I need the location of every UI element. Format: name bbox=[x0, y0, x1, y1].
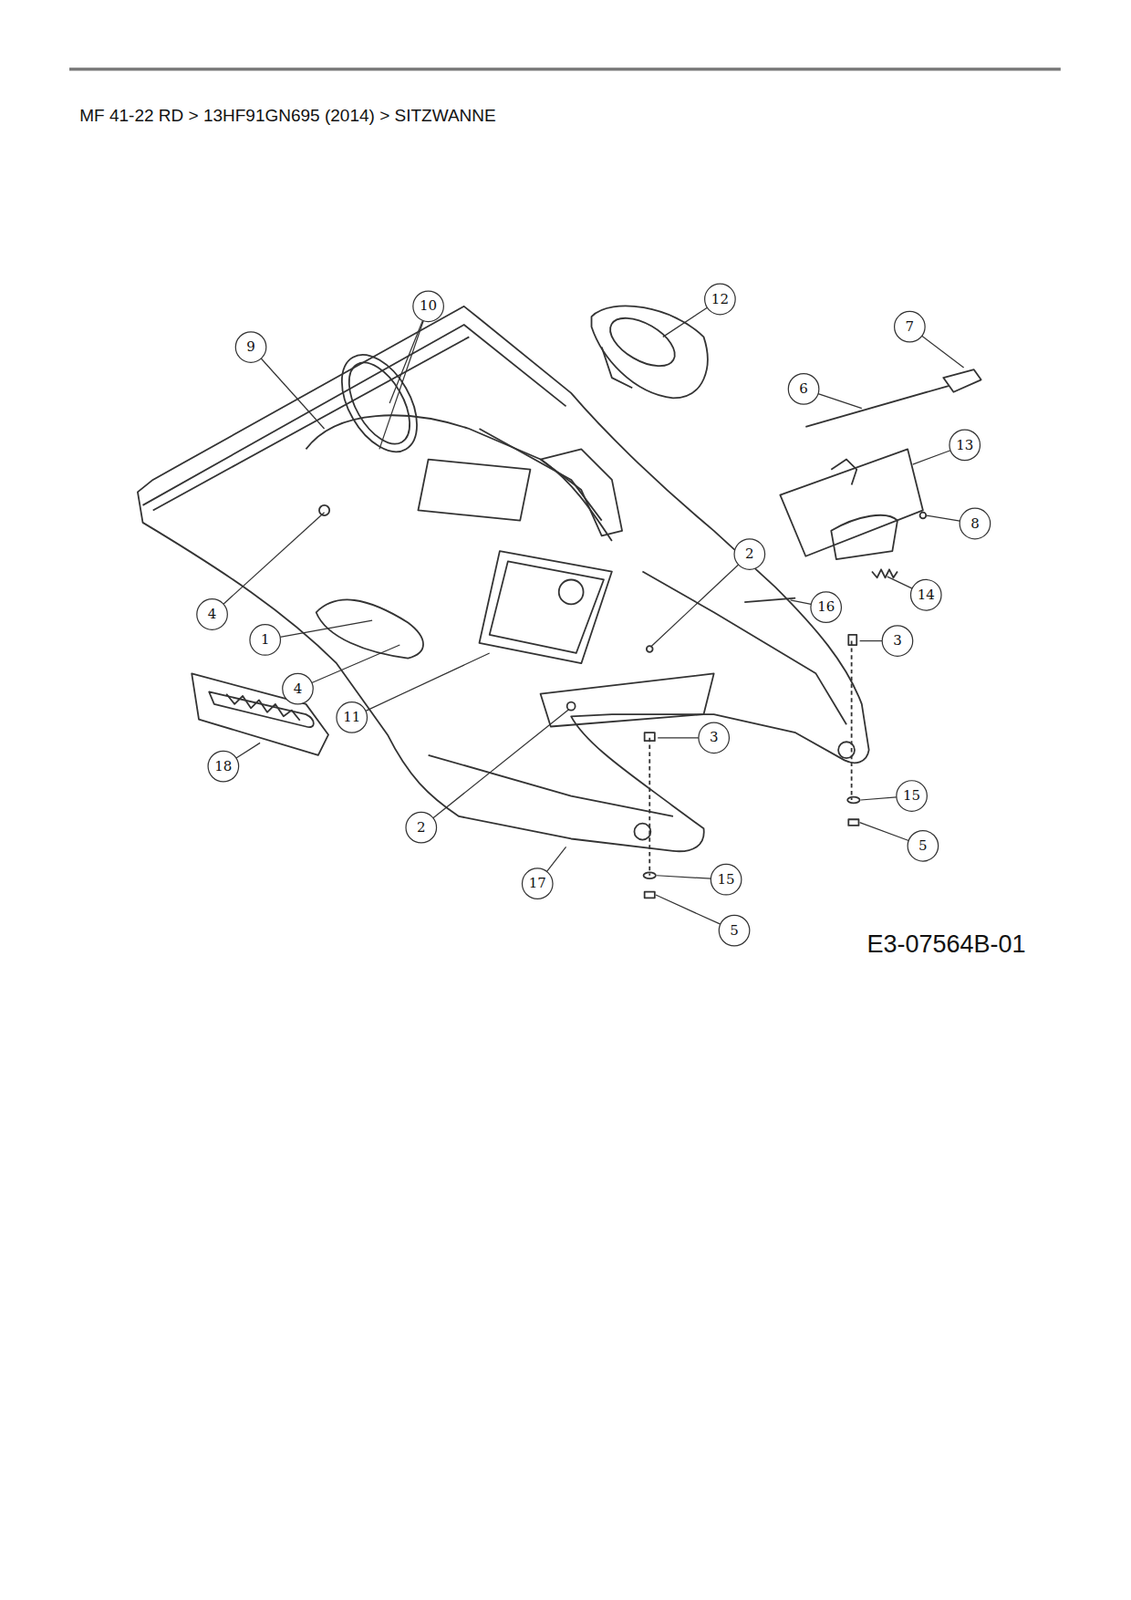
leader-line bbox=[311, 644, 400, 683]
callout-circle bbox=[197, 599, 229, 631]
leader-line bbox=[655, 894, 721, 924]
leader-line bbox=[860, 822, 910, 841]
leader-line bbox=[280, 620, 373, 637]
page-title: MF 41-22 RD > 13HF91GN695 (2014) > SITZW… bbox=[79, 105, 497, 126]
callout-circle bbox=[896, 780, 928, 812]
leader-line bbox=[260, 358, 324, 429]
callout-circle bbox=[413, 290, 445, 322]
callout-circle bbox=[881, 625, 914, 657]
callout-circle bbox=[718, 914, 750, 946]
callout-number: 16 bbox=[817, 600, 835, 614]
leader-line bbox=[379, 321, 424, 450]
parts-drawing bbox=[137, 305, 982, 898]
leader-line bbox=[663, 307, 708, 337]
leader-line bbox=[887, 576, 913, 589]
callout-number: 7 bbox=[905, 319, 915, 333]
callout-number: 6 bbox=[798, 382, 809, 396]
callout-number: 8 bbox=[970, 516, 980, 530]
leader-line bbox=[861, 797, 897, 800]
leader-line bbox=[790, 600, 812, 605]
callout-circle bbox=[698, 722, 730, 754]
callout-circles bbox=[197, 283, 991, 946]
drawing-code: E3-07564B-01 bbox=[866, 930, 1026, 959]
leader-line bbox=[818, 394, 862, 409]
callout-circle bbox=[710, 863, 742, 895]
callout-number: 5 bbox=[918, 838, 928, 852]
callout-circle bbox=[249, 624, 281, 656]
callout-circle bbox=[405, 811, 437, 843]
leader-line bbox=[860, 640, 883, 642]
callout-number: 15 bbox=[717, 871, 736, 886]
leader-line bbox=[223, 512, 325, 605]
leader-line bbox=[389, 320, 423, 404]
callout-number: 9 bbox=[246, 340, 256, 354]
callout-circle bbox=[734, 539, 766, 571]
callout-number: 3 bbox=[892, 633, 903, 648]
callout-number: 2 bbox=[745, 547, 755, 561]
callout-circle bbox=[207, 750, 239, 782]
callout-circle bbox=[959, 508, 991, 540]
callout-number: 4 bbox=[293, 681, 303, 696]
callout-circle bbox=[235, 332, 267, 364]
callout-circle bbox=[788, 373, 820, 405]
leader-line bbox=[365, 653, 490, 711]
leader-line bbox=[925, 515, 960, 521]
callout-number: 18 bbox=[214, 758, 232, 773]
callout-circle bbox=[810, 591, 842, 623]
callout-number: 12 bbox=[711, 291, 729, 306]
callout-circle bbox=[894, 311, 926, 343]
leader-line bbox=[650, 564, 738, 647]
leader-line bbox=[657, 736, 699, 738]
callout-number: 3 bbox=[709, 730, 719, 745]
callout-circle bbox=[949, 429, 981, 461]
callout-number: 1 bbox=[260, 632, 270, 647]
leader-line bbox=[236, 742, 260, 758]
leader-line bbox=[433, 708, 570, 818]
callout-number: 5 bbox=[729, 923, 739, 937]
callout-number: 14 bbox=[917, 587, 935, 602]
callout-number: 13 bbox=[955, 437, 974, 452]
callout-number: 2 bbox=[416, 819, 426, 834]
callout-circle bbox=[910, 579, 942, 611]
leader-line bbox=[913, 450, 951, 465]
leader-line bbox=[656, 875, 711, 879]
leader-line bbox=[922, 335, 965, 368]
callout-number: 4 bbox=[207, 607, 218, 622]
callout-circle bbox=[282, 673, 314, 705]
callout-number: 17 bbox=[529, 876, 547, 891]
leader-lines bbox=[223, 307, 965, 924]
callout-number: 11 bbox=[342, 710, 361, 725]
callout-number: 15 bbox=[902, 788, 921, 803]
callout-circle bbox=[705, 283, 737, 315]
callout-circle bbox=[521, 868, 553, 900]
callout-number: 10 bbox=[419, 299, 437, 313]
leader-line bbox=[547, 846, 567, 872]
callout-circle bbox=[336, 702, 368, 734]
callout-circle bbox=[907, 830, 939, 862]
rule-line bbox=[69, 67, 1061, 71]
